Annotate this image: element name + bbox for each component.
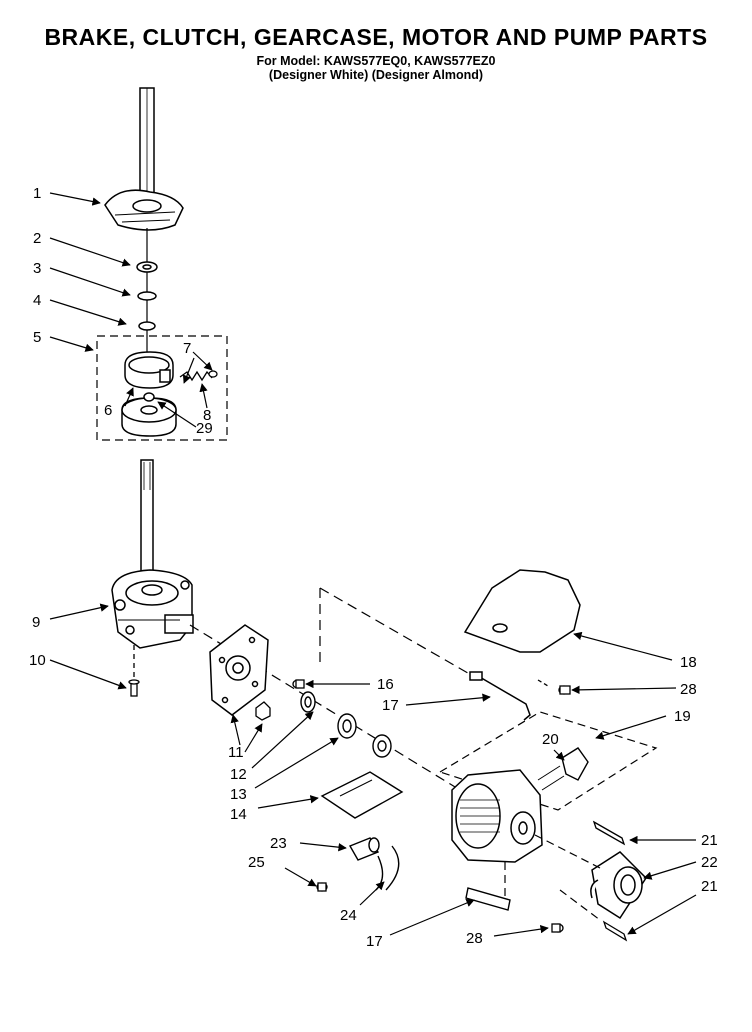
part-11-bolt	[255, 701, 271, 721]
callout-21-lower: 21	[701, 878, 718, 895]
callout-20: 20	[542, 731, 559, 748]
callout-4: 4	[33, 292, 41, 309]
callout-11: 11	[228, 744, 244, 761]
callout-25: 25	[248, 854, 265, 871]
part-17-hose-upper	[469, 671, 531, 721]
part-28-screw-upper	[537, 679, 571, 695]
part-1-brake-assembly	[104, 189, 184, 231]
part-10-screw	[128, 645, 140, 697]
part-29-clutch-pulley	[121, 392, 177, 437]
callout-2: 2	[33, 230, 41, 247]
part-17-hose-lower	[465, 887, 511, 911]
part-7-spring	[179, 370, 213, 382]
callout-23: 23	[270, 835, 287, 852]
part-16-screw	[292, 679, 305, 689]
part-28-screw-lower	[551, 923, 564, 933]
part-13-coupling	[337, 713, 392, 758]
callout-28-lower: 28	[466, 930, 483, 947]
mounting-plate	[209, 624, 269, 716]
model-line: For Model: KAWS577EQ0, KAWS577EZ0	[256, 54, 496, 68]
callout-21-upper: 21	[701, 832, 718, 849]
callout-8: 8	[203, 407, 211, 424]
part-21-clip-lower	[602, 920, 628, 942]
clutch-group-box	[96, 335, 228, 441]
part-20-switch	[537, 747, 589, 791]
agitator-shaft	[139, 87, 155, 209]
callout-7: 7	[183, 340, 191, 357]
part-23-capacitor	[348, 837, 380, 861]
callout-17-upper: 17	[382, 697, 399, 714]
callout-19: 19	[674, 708, 691, 725]
callout-18: 18	[680, 654, 697, 671]
callout-28-upper: 28	[680, 681, 697, 698]
callout-numbers: 1 2 3 4 5 6 7 8 29 9 10 11 12 13 14 16 1…	[29, 185, 718, 950]
part-12-coupling-hub	[300, 691, 316, 713]
part-3-ring	[137, 291, 157, 301]
callout-13: 13	[230, 786, 247, 803]
page-title: BRAKE, CLUTCH, GEARCASE, MOTOR AND PUMP …	[44, 24, 708, 50]
part-6-clutch-band	[124, 351, 174, 389]
callout-29: 29	[196, 420, 213, 437]
callout-5: 5	[33, 329, 41, 346]
part-2-washer	[136, 261, 158, 273]
part-24-strap	[375, 845, 400, 891]
part-4-clip	[138, 321, 156, 331]
callout-14: 14	[230, 806, 247, 823]
callout-9: 9	[32, 614, 40, 631]
part-21-clip-upper	[592, 820, 626, 846]
callout-17-lower: 17	[366, 933, 383, 950]
part-22-pump	[590, 851, 647, 920]
callout-6: 6	[104, 402, 112, 419]
part-18-cover	[463, 569, 581, 653]
color-line: (Designer White) (Designer Almond)	[268, 68, 484, 82]
part-25-screw	[316, 882, 328, 892]
callout-3: 3	[33, 260, 41, 277]
drive-motor	[451, 769, 543, 863]
callout-10: 10	[29, 652, 46, 669]
part-8-pin	[208, 370, 218, 378]
callout-1: 1	[33, 185, 41, 202]
callout-24: 24	[340, 907, 357, 924]
part-9-gearcase	[111, 569, 194, 649]
callout-12: 12	[230, 766, 247, 783]
leader-lines	[49, 192, 697, 937]
callout-22: 22	[701, 854, 718, 871]
callout-16: 16	[377, 676, 394, 693]
part-14-shield	[320, 771, 404, 819]
